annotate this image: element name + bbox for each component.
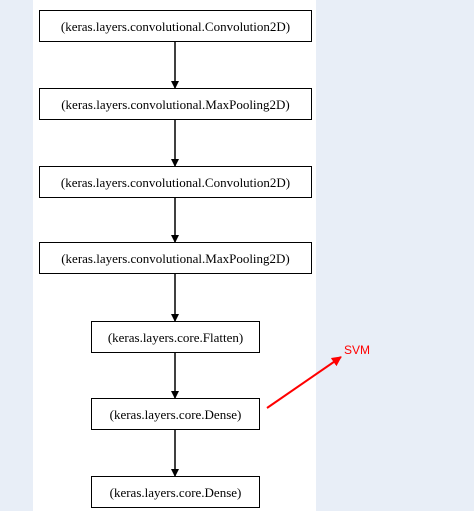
layer-node-convolution2d-2: (keras.layers.convolutional.Convolution2… bbox=[39, 166, 312, 198]
svm-annotation-label: SVM bbox=[344, 343, 371, 357]
layer-node-dense-2: (keras.layers.core.Dense) bbox=[91, 476, 260, 508]
layer-node-dense-1: (keras.layers.core.Dense) bbox=[91, 398, 260, 430]
layer-node-maxpooling2d-1: (keras.layers.convolutional.MaxPooling2D… bbox=[39, 88, 312, 120]
layer-node-convolution2d-1: (keras.layers.convolutional.Convolution2… bbox=[39, 10, 312, 42]
layer-node-maxpooling2d-2: (keras.layers.convolutional.MaxPooling2D… bbox=[39, 242, 312, 274]
layer-node-flatten: (keras.layers.core.Flatten) bbox=[91, 321, 260, 353]
